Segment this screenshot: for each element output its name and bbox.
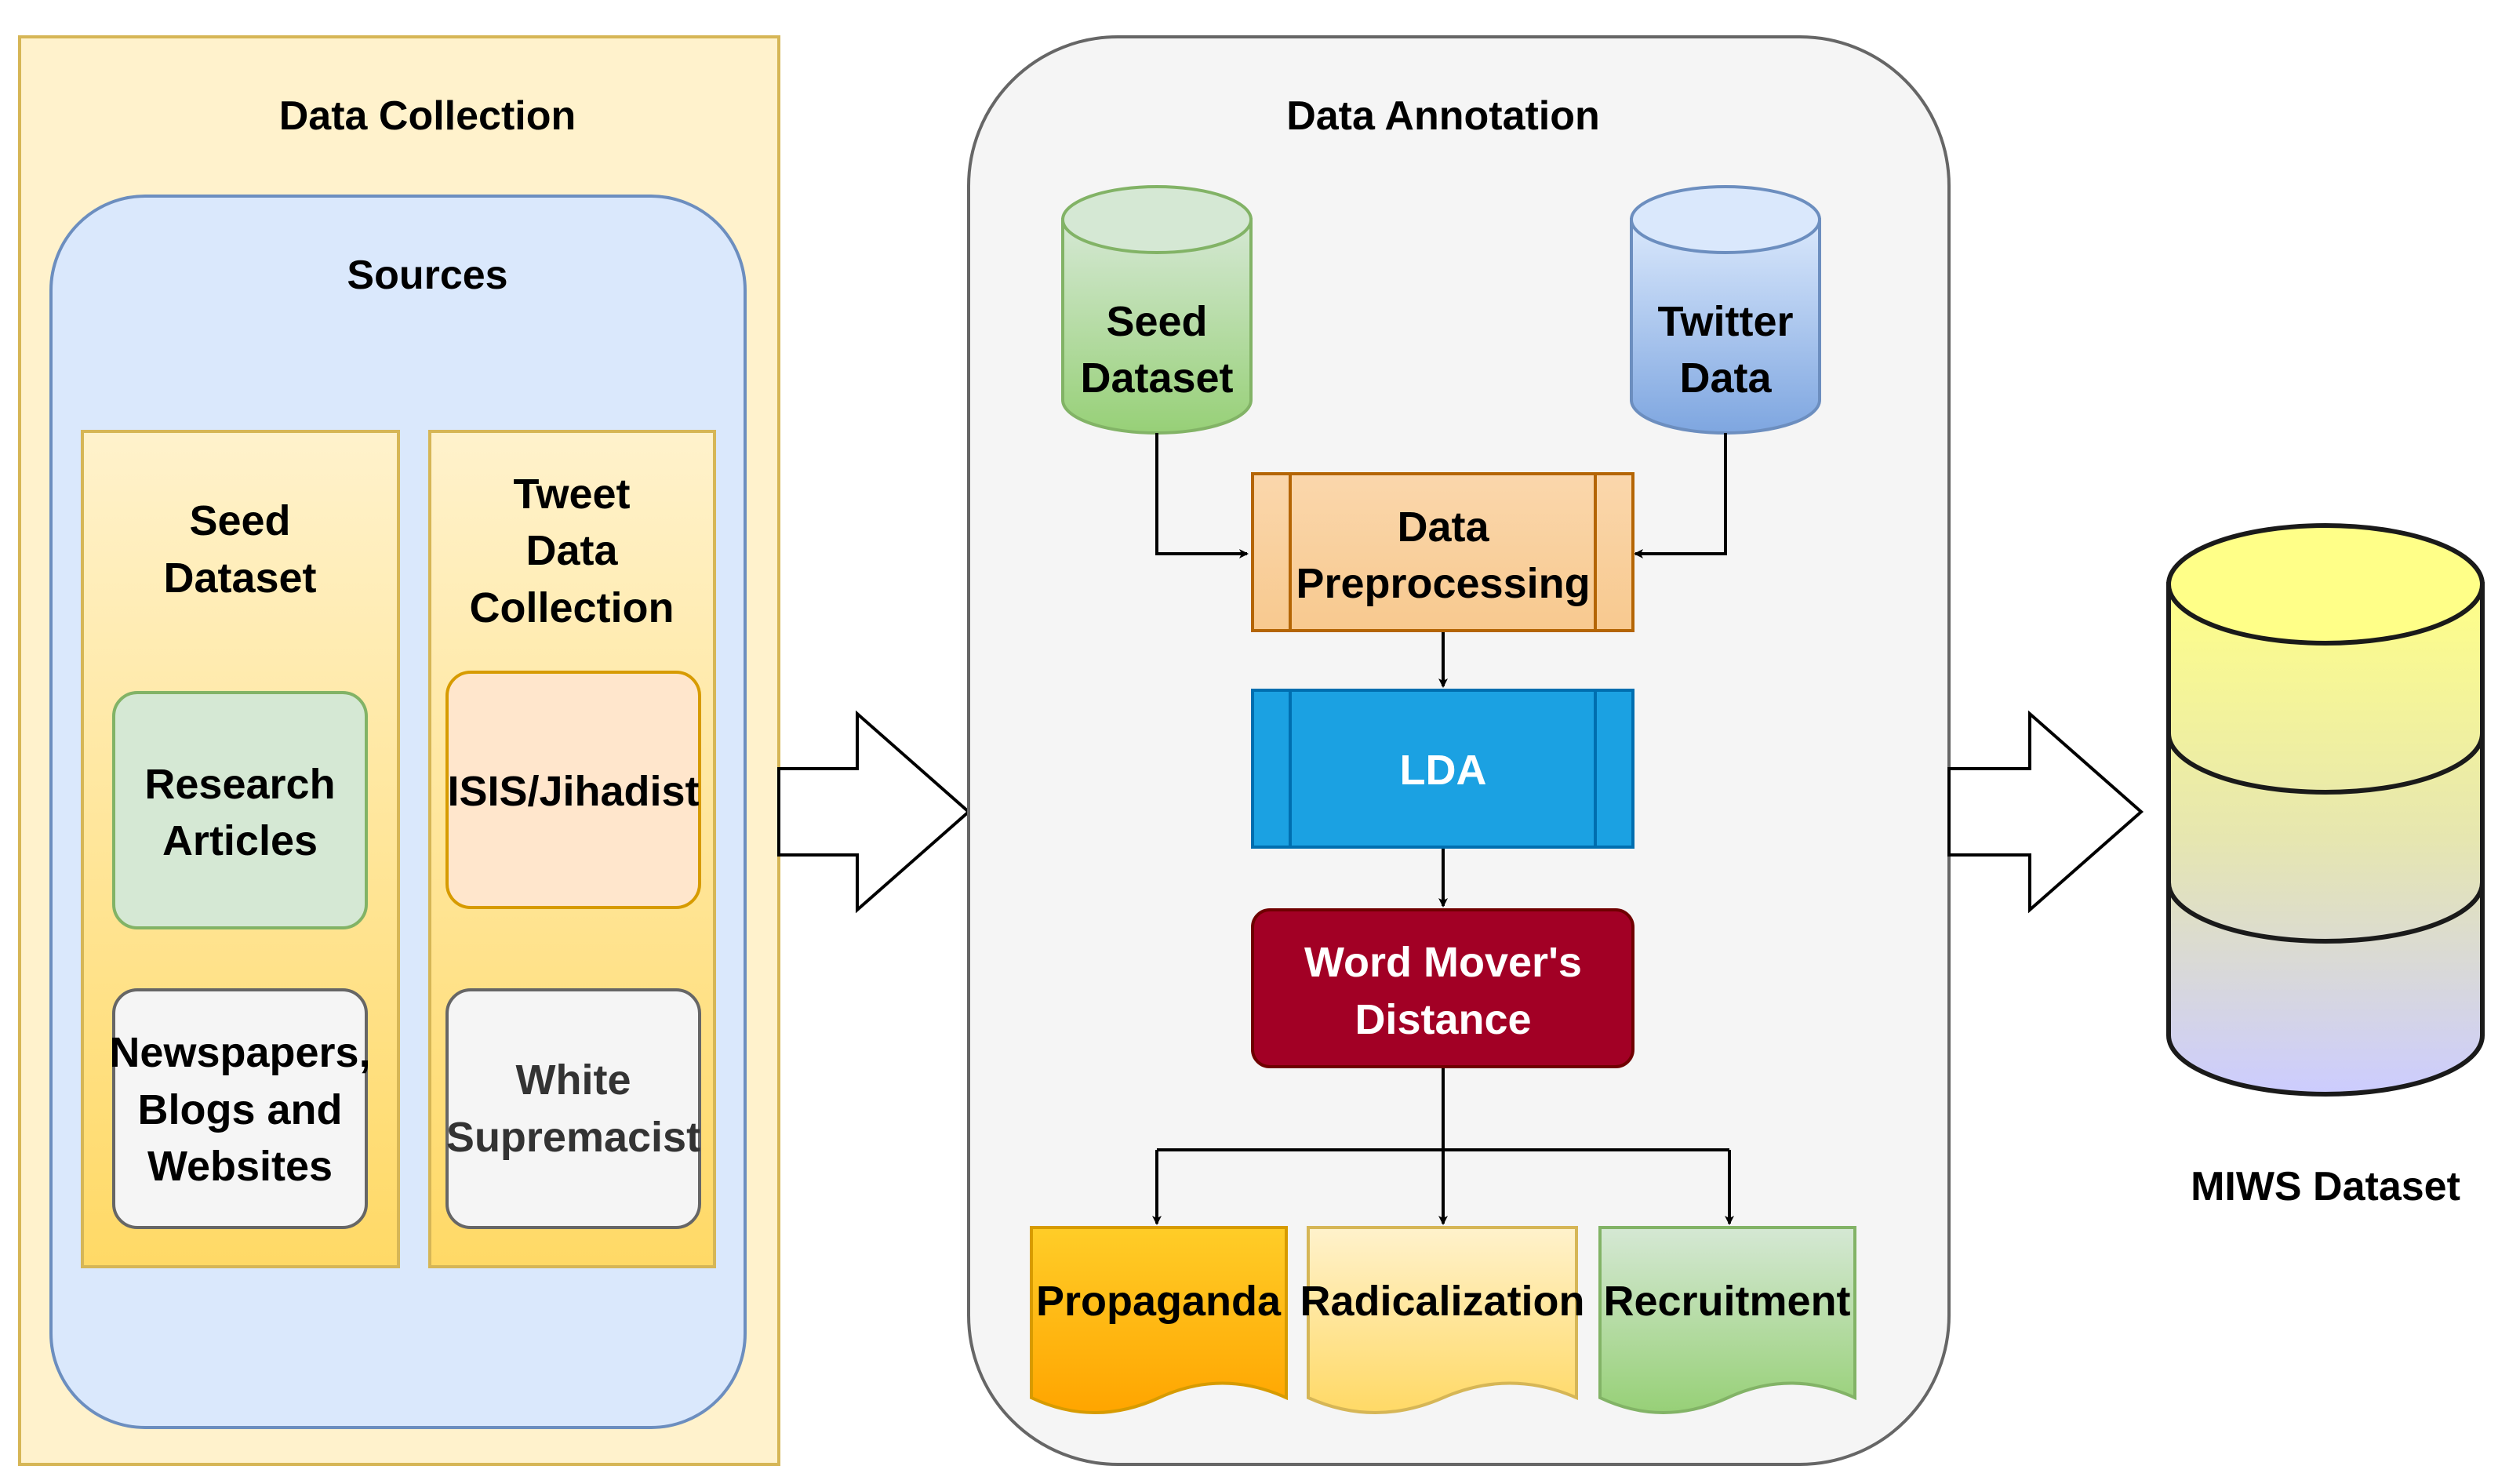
twitter-data-database-icon: Twitter Data <box>1630 185 1821 435</box>
flow-arrow-collection-to-annotation <box>777 710 972 914</box>
white-supremacist-line-2: Supremacist <box>446 1114 700 1161</box>
radicalization-label: Radicalization <box>1300 1278 1584 1325</box>
newspapers-line-1: Newspapers, <box>109 1029 370 1076</box>
sources-title: Sources <box>347 253 507 298</box>
wmd-line-1: Word Mover's <box>1304 939 1582 986</box>
preprocessing-line-1: Data <box>1397 504 1489 551</box>
data-collection-title: Data Collection <box>279 93 576 139</box>
seed-dataset-title-line-1: Seed <box>189 497 290 544</box>
tweet-collection-title-line-2: Data <box>525 527 618 574</box>
data-annotation-title: Data Annotation <box>1286 93 1600 139</box>
research-articles-line-2: Articles <box>162 817 318 864</box>
isis-jihadist-box: ISIS/Jihadist <box>445 671 701 909</box>
recruitment-label: Recruitment <box>1603 1278 1850 1325</box>
twitter-db-line-1: Twitter <box>1658 298 1794 345</box>
seed-db-line-1: Seed <box>1106 298 1207 345</box>
word-movers-distance-box: Word Mover's Distance <box>1251 908 1634 1068</box>
radicalization-document: Radicalization <box>1300 1226 1585 1414</box>
tweet-collection-title-line-3: Collection <box>469 584 674 631</box>
tweet-collection-title-line-1: Tweet <box>513 471 630 518</box>
miws-dataset-label: MIWS Dataset <box>2191 1164 2460 1209</box>
connector-seed-to-preprocessing <box>1155 433 1249 558</box>
white-supremacist-box: White Supremacist <box>445 988 701 1229</box>
white-supremacist-line-1: White <box>516 1057 631 1104</box>
propaganda-document: Propaganda <box>1030 1226 1288 1414</box>
seed-db-line-2: Dataset <box>1080 355 1233 402</box>
isis-jihadist-label: ISIS/Jihadist <box>447 768 699 815</box>
research-articles-line-1: Research <box>144 761 335 808</box>
recruitment-document: Recruitment <box>1598 1226 1856 1414</box>
research-articles-box: Research Articles <box>112 691 368 929</box>
lda-label: LDA <box>1400 747 1487 794</box>
data-preprocessing-box: Data Preprocessing <box>1251 472 1634 632</box>
connector-twitter-to-preprocessing <box>1634 433 1727 558</box>
twitter-db-line-2: Data <box>1679 355 1772 402</box>
preprocessing-line-2: Preprocessing <box>1296 560 1590 607</box>
propaganda-label: Propaganda <box>1036 1278 1282 1325</box>
newspapers-box: Newspapers, Blogs and Websites <box>109 988 371 1229</box>
miws-dataset-database-icon <box>2166 523 2485 1097</box>
newspapers-line-3: Websites <box>147 1143 333 1190</box>
wmd-line-2: Distance <box>1354 996 1531 1043</box>
seed-dataset-title-line-2: Dataset <box>163 555 316 602</box>
newspapers-line-2: Blogs and <box>137 1086 342 1133</box>
seed-dataset-database-icon: Seed Dataset <box>1061 185 1253 435</box>
flow-arrow-annotation-to-dataset <box>1947 710 2144 914</box>
lda-box: LDA <box>1251 689 1634 849</box>
